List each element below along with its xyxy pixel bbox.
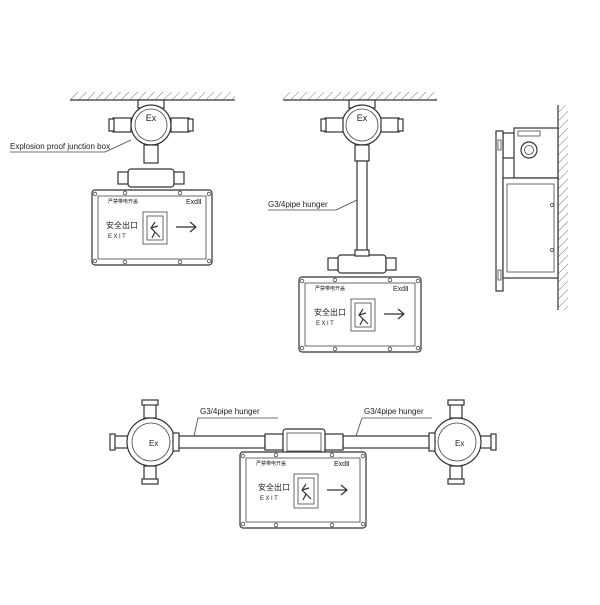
sign-warning-text-2: 严禁带电开盖 <box>315 285 345 292</box>
sign-warning-text-3: 严禁带电开盖 <box>256 460 286 467</box>
sign-en-exit-3: EXIT <box>260 496 279 502</box>
view-horizontal-pipe: Ex Ex <box>109 399 497 529</box>
junction-box-2: Ex <box>320 99 404 162</box>
sign-exd-text-2: ExdⅡ <box>393 286 409 293</box>
ex-mark-right: Ex <box>455 439 464 448</box>
horizontal-pipe <box>172 428 436 462</box>
ceiling-2 <box>283 92 437 101</box>
label-pipe-hanger-2: G3/4pipe hunger <box>193 407 278 437</box>
exit-sign-3: 严禁带电开盖 ExdⅡ 安全出口 EXIT <box>239 451 367 529</box>
junction-box-label: Explosion proof junction box <box>10 142 110 151</box>
pipe-hanger-label-2: G3/4pipe hunger <box>200 407 260 416</box>
running-man-icon <box>150 221 161 239</box>
view-ceiling-pipe: Ex 严禁带电开盖 ExdⅡ 安全出口 EXIT <box>268 92 437 353</box>
ceiling-1 <box>70 92 235 101</box>
side-faceplate <box>495 130 504 292</box>
side-housing <box>502 177 559 279</box>
junction-box-1: Ex <box>108 99 194 188</box>
arrow-right-icon-2 <box>384 308 405 320</box>
label-pipe-hanger-1: G3/4pipe hunger <box>268 199 358 211</box>
running-man-icon-2 <box>358 308 369 326</box>
sign-en-exit: EXIT <box>108 234 127 240</box>
sign-exd-text: ExdⅡ <box>186 199 202 206</box>
sign-exd-text-3: ExdⅡ <box>334 461 350 468</box>
coupling-box-2 <box>327 249 397 274</box>
sign-cn-exit: 安全出口 <box>106 220 138 230</box>
right-cross-box: Ex <box>432 399 497 485</box>
pipe-hanger-label-1: G3/4pipe hunger <box>268 200 328 209</box>
label-pipe-hanger-3: G3/4pipe hunger <box>355 407 432 437</box>
sign-cn-exit-2: 安全出口 <box>314 307 346 317</box>
sign-warning-text: 严禁带电开盖 <box>108 198 138 205</box>
left-cross-box: Ex <box>109 399 176 485</box>
wall <box>557 105 568 310</box>
running-man-icon-3 <box>301 483 312 501</box>
arrow-right-icon <box>176 221 197 233</box>
side-junction-box <box>513 127 559 179</box>
pipe-hanger-vertical <box>356 160 368 252</box>
view-ceiling-junction-box: Ex 严禁带电开盖 ExdⅡ 安全出口 EXIT <box>10 92 235 266</box>
exit-sign-2: 严禁带电开盖 ExdⅡ 安全出口 EXIT <box>298 276 422 353</box>
arrow-right-icon-3 <box>327 484 348 496</box>
ex-mark-2: Ex <box>357 113 368 123</box>
ex-mark-left: Ex <box>149 439 158 448</box>
view-wall-side <box>495 105 568 310</box>
pipe-hanger-label-3: G3/4pipe hunger <box>364 407 424 416</box>
label-junction-box: Explosion proof junction box <box>10 139 132 153</box>
ex-mark: Ex <box>146 113 157 123</box>
exit-sign-1: 严禁带电开盖 ExdⅡ 安全出口 EXIT <box>91 189 213 266</box>
sign-en-exit-2: EXIT <box>316 321 335 327</box>
sign-cn-exit-3: 安全出口 <box>258 482 290 492</box>
